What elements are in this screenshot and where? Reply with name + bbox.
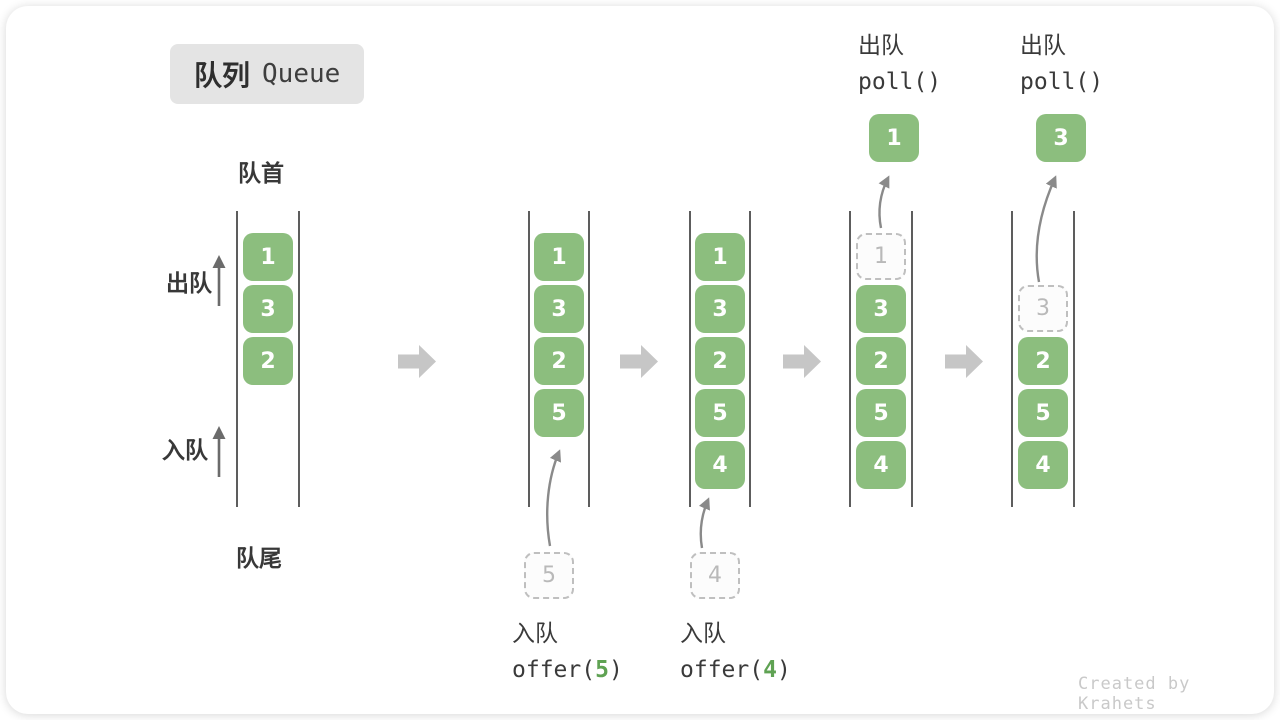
title-zh: 队列 — [194, 59, 251, 92]
enqueue5-arg: 5 — [595, 657, 609, 683]
enqueue4-arg: 4 — [763, 657, 777, 683]
queue4-right-wall — [911, 211, 913, 507]
title-badge: 队列 Queue — [170, 44, 365, 104]
poll1-name: 出队 — [858, 33, 904, 59]
queue1-right-wall — [298, 211, 300, 507]
queue2-box: 2 — [534, 337, 584, 385]
queue2-right-wall — [588, 211, 590, 507]
queue3-left-wall — [689, 211, 691, 507]
queue5-removed-slot-box: 3 — [1018, 285, 1068, 332]
enqueue5-name: 入队 — [512, 621, 558, 647]
queue3-right-wall — [749, 211, 751, 507]
dequeue-side-label: 出队 — [166, 271, 212, 297]
queue2-pending-box: 5 — [524, 552, 574, 599]
poll1-code: poll() — [858, 69, 942, 95]
enqueue5-operation-label: 入队 offer(5) — [512, 616, 623, 688]
queue3-box: 4 — [695, 441, 745, 489]
queue4-box: 2 — [856, 337, 906, 385]
queue5-box: 4 — [1018, 441, 1068, 489]
queue3-box: 2 — [695, 337, 745, 385]
queue2-box: 3 — [534, 285, 584, 333]
queue-rear-label: 队尾 — [236, 546, 282, 572]
queue-front-label: 队首 — [238, 161, 284, 187]
enqueue-side-label: 入队 — [162, 438, 208, 464]
poll2-operation-label: 出队 poll() — [1020, 28, 1103, 100]
queue3-box: 3 — [695, 285, 745, 333]
queue5-right-wall — [1073, 211, 1075, 507]
queue3-pending-box: 4 — [690, 552, 740, 599]
queue4-left-wall — [849, 211, 851, 507]
enqueue4-code: offer(4) — [680, 657, 791, 683]
queue1-box: 1 — [243, 233, 293, 281]
enqueue4-name: 入队 — [680, 621, 726, 647]
queue5-left-wall — [1011, 211, 1013, 507]
queue4-removed-slot-box: 1 — [856, 233, 906, 280]
queue1-box: 2 — [243, 337, 293, 385]
diagram-card — [6, 6, 1274, 714]
queue2-box: 5 — [534, 389, 584, 437]
queue3-box: 1 — [695, 233, 745, 281]
queue2-box: 1 — [534, 233, 584, 281]
queue1-left-wall — [236, 211, 238, 507]
queue5-ejected-box: 3 — [1036, 114, 1086, 162]
queue5-box: 5 — [1018, 389, 1068, 437]
queue2-left-wall — [528, 211, 530, 507]
enqueue5-code: offer(5) — [512, 657, 623, 683]
queue4-ejected-box: 1 — [869, 114, 919, 162]
watermark: Created by Krahets — [1078, 674, 1191, 714]
poll1-operation-label: 出队 poll() — [858, 28, 941, 100]
queue4-box: 5 — [856, 389, 906, 437]
queue1-box: 3 — [243, 285, 293, 333]
queue3-box: 5 — [695, 389, 745, 437]
enqueue4-operation-label: 入队 offer(4) — [680, 616, 791, 688]
queue5-box: 2 — [1018, 337, 1068, 385]
queue4-box: 4 — [856, 441, 906, 489]
poll2-code: poll() — [1020, 69, 1104, 95]
title-en: Queue — [262, 59, 341, 89]
poll2-name: 出队 — [1020, 33, 1066, 59]
queue4-box: 3 — [856, 285, 906, 333]
